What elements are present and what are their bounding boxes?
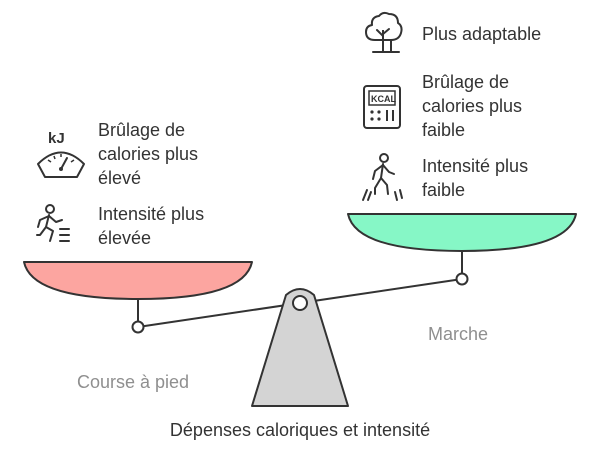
left-pan-joint xyxy=(131,320,145,334)
left-pan xyxy=(23,261,253,300)
running-person-icon xyxy=(36,204,70,242)
tree-icon xyxy=(365,11,403,53)
left-item-higher-intensity: Intensité plus élevée xyxy=(98,204,205,248)
left-side-label: Course à pied xyxy=(77,372,190,392)
kilojoule-scale-icon: kJ xyxy=(37,130,85,178)
right-item-more-adaptable: Plus adaptable xyxy=(422,24,542,44)
right-pan xyxy=(347,213,577,252)
svg-text:kJ: kJ xyxy=(48,130,65,147)
right-item-lower-calorie-burn: Brûlage de calories plus faible xyxy=(422,72,523,140)
pivot-circle xyxy=(292,295,308,311)
right-item-lower-intensity: Intensité plus faible xyxy=(422,156,529,200)
right-pan-joint xyxy=(455,272,469,286)
left-item-higher-calorie-burn: Brûlage de calories plus élevé xyxy=(98,120,199,188)
fulcrum xyxy=(251,288,349,407)
svg-text:KCAL: KCAL xyxy=(371,94,396,104)
walking-person-icon xyxy=(362,153,403,201)
kcal-calculator-icon: KCAL xyxy=(363,85,401,129)
diagram-title: Dépenses caloriques et intensité xyxy=(169,420,431,440)
right-side-label: Marche xyxy=(428,324,489,344)
